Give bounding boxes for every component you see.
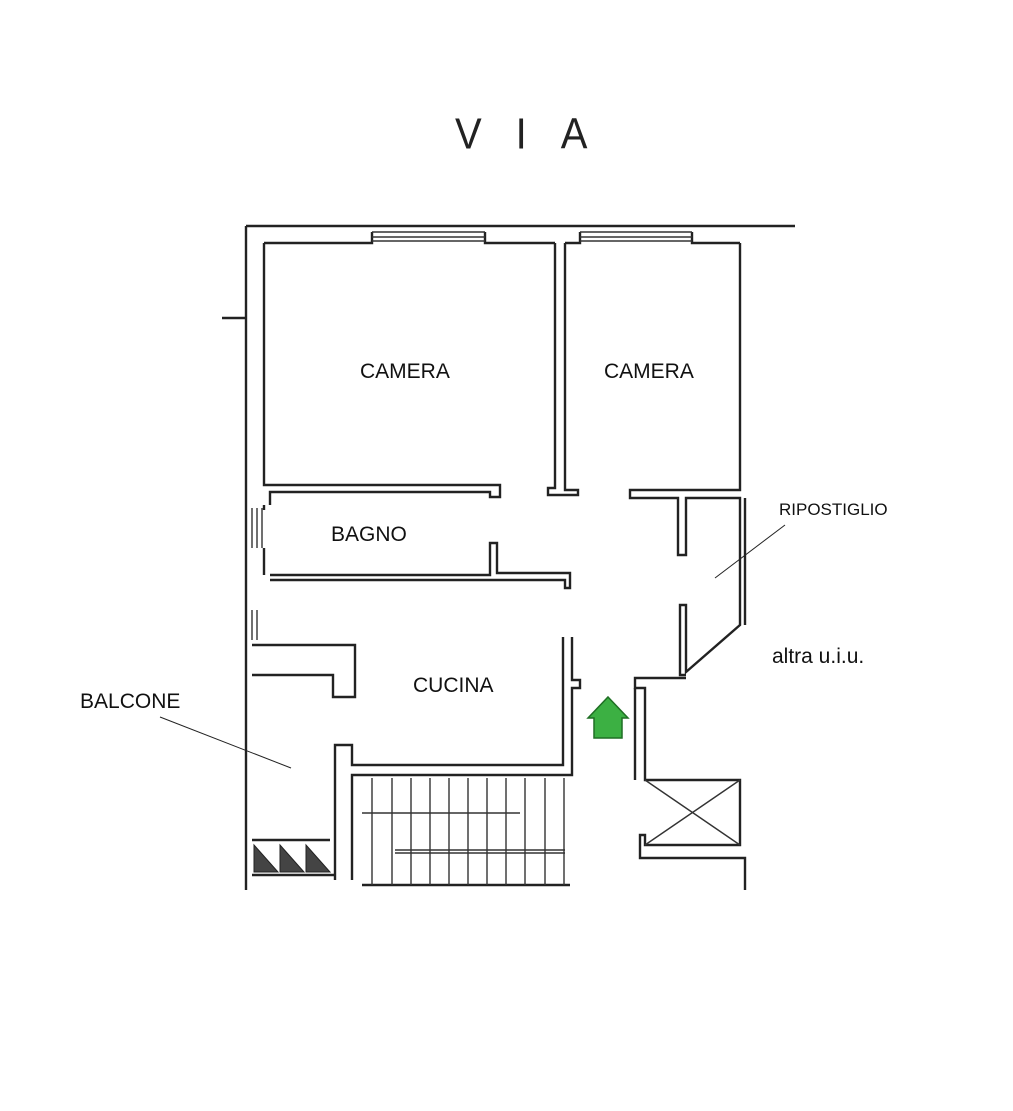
window-camera-2 <box>580 231 692 242</box>
elevator-shaft <box>644 779 741 846</box>
room-label-camera-2: CAMERA <box>604 360 694 383</box>
window-camera-1 <box>372 231 485 242</box>
room-label-cucina: CUCINA <box>413 674 494 697</box>
room-label-ripostiglio: RIPOSTIGLIO <box>779 500 888 519</box>
room-label-bagno: BAGNO <box>331 523 407 546</box>
entrance-arrow-icon <box>586 695 630 739</box>
neighbor-unit-label: altra u.i.u. <box>772 645 865 668</box>
ripostiglio-leader-line <box>714 524 786 579</box>
balcone-leader-line <box>159 716 292 769</box>
street-label: VIA <box>455 109 622 159</box>
room-label-camera-1: CAMERA <box>360 360 450 383</box>
room-label-balcone: BALCONE <box>80 690 181 713</box>
staircase <box>362 778 570 887</box>
walls <box>222 224 795 890</box>
balcony-hatch <box>252 838 335 877</box>
